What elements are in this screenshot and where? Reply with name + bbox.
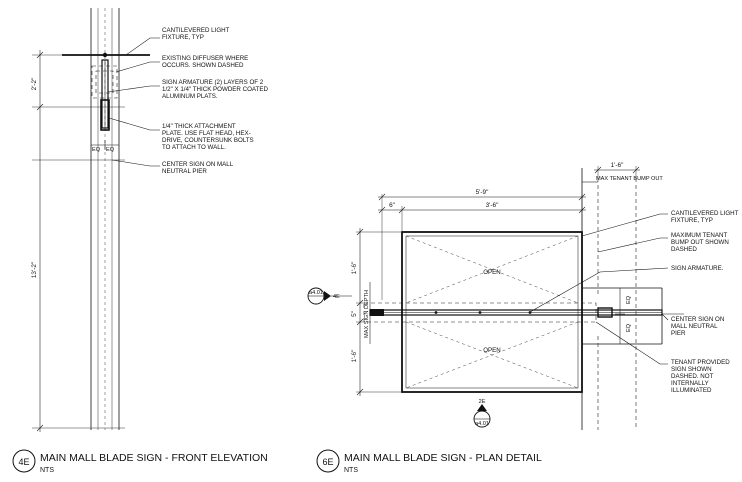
fixture-hub — [102, 52, 108, 58]
front-title: MAIN MALL BLADE SIGN - FRONT ELEVATION — [40, 452, 268, 464]
note-diffuser: EXISTING DIFFUSER WHERE OCCURS. SHOWN DA… — [162, 55, 250, 69]
dim-tick-2 — [36, 103, 44, 111]
diffuser-inner-dashed — [95, 70, 114, 94]
leader-plan-tenant — [595, 321, 668, 365]
dim-vert-tick-2 — [356, 299, 364, 307]
diffuser-dashed — [91, 65, 118, 99]
blade-end-cap — [370, 309, 384, 316]
dim-bump-tick-l — [594, 166, 602, 174]
leader-fixture — [125, 37, 160, 56]
bump-out-label: MAX TENANT BUMP OUT — [596, 176, 663, 182]
plan-title: MAIN MALL BLADE SIGN - PLAN DETAIL — [344, 452, 542, 464]
dim-tick-3 — [36, 424, 44, 432]
plan-note-center: CENTER SIGN ON MALL NEUTRAL PIER — [671, 316, 726, 337]
section-bottom-number: 2E — [479, 399, 486, 405]
plan-note-bump: MAXIMUM TENANT BUMP OUT SHOWN DASHED — [671, 232, 731, 253]
plan-title-tag: 6E — [322, 457, 333, 467]
section-bottom-sheet: a4.01 — [475, 421, 489, 427]
front-scale: NTS — [40, 467, 54, 474]
dim-parts-tick-3 — [578, 206, 586, 214]
note-armature: SIGN ARMATURE (2) LAYERS OF 2 1/2" X 1/4… — [162, 79, 270, 100]
dim-upper-label: 2'-2" — [31, 78, 38, 91]
dim-overall-tick-r — [578, 193, 586, 201]
bolt-1 — [434, 311, 438, 314]
eq-left-label: EQ — [92, 147, 101, 153]
title-tag-circle — [12, 449, 36, 473]
dim-bump-label: 1'-6" — [611, 162, 624, 169]
dim-lower-label: 13'-2" — [31, 262, 38, 278]
note-fixture: CANTILEVERED LIGHT FIXTURE, TYP — [162, 27, 231, 41]
plan-note-armature: SIGN ARMATURE. — [671, 265, 724, 272]
plan-scale: NTS — [344, 467, 358, 474]
light-fixture-frame-inner — [405, 235, 579, 389]
title-tag: 4E — [18, 457, 29, 467]
dim-bottom-side-label: 1'-6" — [351, 350, 358, 363]
dim-top-side-label: 1'-6" — [351, 262, 358, 275]
dim-vert-tick-3 — [356, 318, 364, 326]
plan-title-tag-circle — [316, 449, 340, 473]
leader-plan-fixture — [581, 213, 668, 237]
max-depth-label: MAX SIGN DEPTH — [364, 290, 370, 338]
leader-plan-bump — [597, 237, 668, 253]
light-fixture-frame — [401, 231, 583, 393]
open-diag-2 — [405, 235, 579, 304]
eq-right-label: EQ — [106, 147, 115, 153]
note-center: CENTER SIGN ON MALL NEUTRAL PIER — [162, 161, 235, 175]
dim-tick-1 — [36, 51, 44, 59]
bolt-2 — [478, 311, 482, 314]
dim-center-label: 5" — [351, 311, 358, 317]
front-elevation: EQ EQ 2'-2" 13'-2" CANTILEVERED LIGHT FI… — [12, 8, 270, 474]
dim-middle-label: 3'-6" — [486, 202, 499, 209]
dim-vert-tick-4 — [356, 388, 364, 396]
open-top-label: OPEN — [483, 269, 501, 276]
eq-top-label: EQ — [626, 295, 632, 304]
dim-overall-tick-l — [378, 193, 386, 201]
leader-plan-center — [661, 313, 669, 321]
note-attachment: 1/4" THICK ATTACHMENT PLATE. USE FLAT HE… — [162, 123, 255, 151]
plan-note-tenant: TENANT PROVIDED SIGN SHOWN DASHED. NOT I… — [671, 359, 731, 394]
section-left-number: 4E — [333, 294, 340, 300]
open-diag-4 — [405, 321, 579, 389]
section-marker-bottom-arrow — [477, 404, 487, 411]
leader-center — [111, 159, 160, 167]
leader-attachment — [108, 117, 160, 131]
open-bottom-label: OPEN — [483, 347, 501, 354]
eq-bottom-label: EQ — [626, 323, 632, 332]
section-left-sheet: a4.01 — [309, 290, 323, 296]
leader-armature — [107, 85, 160, 93]
dim-left-label: 6" — [389, 202, 395, 209]
section-marker-left-arrow — [324, 291, 331, 301]
dim-vert-tick-1 — [356, 228, 364, 236]
dim-bump-tick-r — [632, 166, 640, 174]
wall-bracket — [597, 307, 613, 318]
leader-plan-armature — [529, 267, 669, 313]
plan-detail: OPEN OPEN 5'-9" 6" 3'-6" 1'-6" — [307, 162, 740, 474]
leader-diffuser — [115, 61, 160, 73]
dim-parts-tick-2 — [398, 206, 406, 214]
attachment-plate — [100, 99, 110, 131]
dim-parts-tick-1 — [378, 206, 386, 214]
plan-note-fixture: CANTILEVERED LIGHT FIXTURE, TYP — [671, 210, 740, 224]
dim-overall-label: 5'-9" — [476, 189, 489, 196]
